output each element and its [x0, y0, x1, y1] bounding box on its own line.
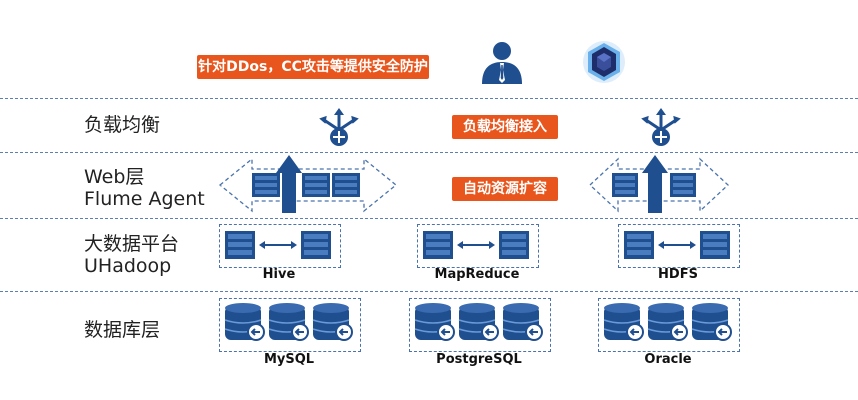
database-icon [647, 303, 688, 341]
divider-2 [0, 152, 858, 153]
server-icon [670, 173, 696, 197]
database-label-postgresql: PostgreSQL [436, 352, 522, 367]
layer-label-database: 数据库层 [84, 319, 161, 341]
database-icon [502, 303, 543, 341]
layer-label-uhadoop: UHadoop [84, 255, 172, 277]
load-balancer-icon [319, 108, 359, 146]
bidirectional-arrow-icon [658, 241, 696, 249]
server-icon [624, 231, 654, 259]
server-icon [302, 173, 330, 197]
database-box-mysql [219, 298, 361, 352]
server-icon [700, 231, 730, 259]
hexagon-shield-icon [583, 41, 625, 83]
divider-1 [0, 98, 858, 99]
server-icon [225, 231, 255, 259]
scale-up-arrow-icon [276, 155, 302, 213]
server-icon [252, 173, 280, 197]
database-icon [268, 303, 309, 341]
auto-scaling-tag: 自动资源扩容 [452, 177, 558, 201]
cluster-servers-hdfs [624, 231, 730, 259]
cluster-label-mapreduce: MapReduce [434, 267, 520, 282]
divider-3 [0, 218, 858, 219]
server-icon [612, 173, 638, 197]
database-group-mysql [224, 303, 353, 341]
database-label-oracle: Oracle [644, 352, 692, 367]
scale-up-arrow-icon [642, 155, 668, 213]
layer-label-bigdata: 大数据平台 [84, 233, 180, 255]
security-protection-tag: 针对DDos，CC攻击等提供安全防护 [197, 55, 429, 79]
database-group-oracle [603, 303, 732, 341]
layer-label-flume: Flume Agent [84, 188, 205, 210]
database-icon [414, 303, 455, 341]
cluster-servers-mapreduce [423, 231, 529, 259]
database-icon [691, 303, 732, 341]
database-icon [224, 303, 265, 341]
divider-4 [0, 291, 858, 292]
load-balance-access-tag: 负载均衡接入 [452, 115, 558, 139]
database-box-oracle [598, 298, 740, 352]
cluster-label-hive: Hive [262, 267, 296, 282]
server-icon [499, 231, 529, 259]
load-balancer-icon [641, 108, 681, 146]
layer-label-load-balance: 负载均衡 [84, 114, 161, 136]
user-icon [482, 42, 522, 84]
layer-label-web: Web层 [84, 166, 145, 188]
bidirectional-arrow-icon [457, 241, 495, 249]
cluster-box-hdfs [618, 224, 740, 268]
database-box-postgresql [409, 298, 551, 352]
cluster-servers-hive [225, 231, 331, 259]
web-scaling-group-right [589, 155, 729, 213]
database-label-mysql: MySQL [263, 352, 315, 367]
web-scaling-group-left [218, 155, 398, 213]
cluster-label-hdfs: HDFS [658, 267, 698, 282]
server-icon [332, 173, 360, 197]
server-icon [423, 231, 453, 259]
database-group-postgresql [414, 303, 543, 341]
database-icon [458, 303, 499, 341]
bidirectional-arrow-icon [259, 241, 297, 249]
server-icon [301, 231, 331, 259]
database-icon [603, 303, 644, 341]
cluster-box-hive [219, 224, 341, 268]
database-icon [312, 303, 353, 341]
cluster-box-mapreduce [417, 224, 539, 268]
